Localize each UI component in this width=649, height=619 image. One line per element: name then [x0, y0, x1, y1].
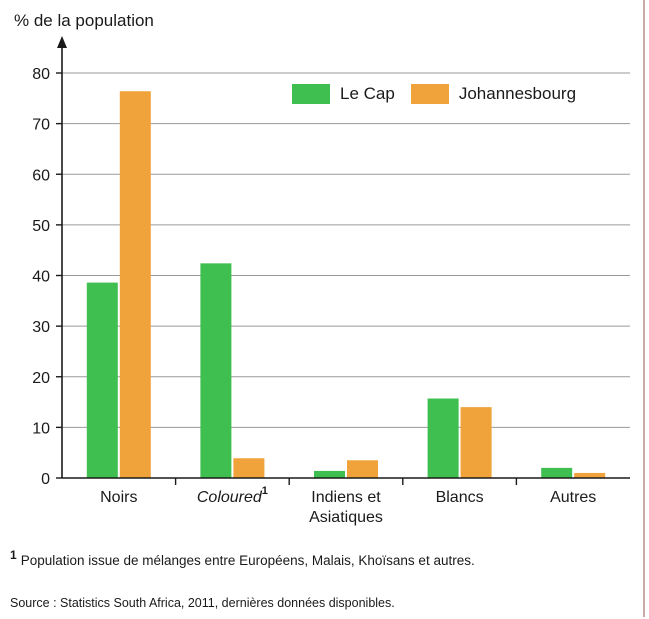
bar-johannesbourg-4	[574, 472, 606, 478]
y-axis-arrow-icon	[57, 36, 67, 48]
legend: Le Cap Johannesbourg	[292, 84, 582, 104]
footnote-marker: 1	[10, 548, 17, 562]
bar-johannesbourg-2	[347, 460, 378, 478]
x-category-label: Autres	[550, 489, 596, 506]
bar-le-cap-4	[541, 467, 573, 478]
y-tick-label: 40	[32, 269, 50, 286]
bar-johannesbourg-0	[119, 91, 151, 478]
y-tick-label: 20	[32, 370, 50, 387]
legend-label-johannesbourg: Johannesbourg	[458, 84, 577, 103]
bar-le-cap-2	[314, 470, 345, 478]
bar-johannesbourg-3	[460, 407, 492, 478]
gridlines	[62, 72, 630, 428]
y-tick-label: 80	[32, 66, 50, 83]
y-tick-label: 60	[32, 167, 50, 184]
axes	[57, 36, 630, 479]
x-category-label: Coloured1	[197, 485, 268, 506]
y-tick-label: 30	[32, 319, 50, 336]
source-note: Source : Statistics South Africa, 2011, …	[10, 596, 395, 610]
bar-chart: 0 10 20 30 40 50 60 70 80 Noirs Coloured1 Indiens …	[14, 11, 630, 526]
legend-item-johannesbourg: Johannesbourg	[410, 84, 577, 104]
bar-johannesbourg-1	[233, 458, 265, 478]
y-tick-label: 10	[32, 420, 50, 437]
y-ticks: 0 10 20 30 40 50 60 70 80	[32, 66, 62, 488]
y-tick-label: 50	[32, 218, 50, 235]
footnote-text: Population issue de mélanges entre Europ…	[20, 553, 475, 568]
bar-le-cap-0	[86, 282, 118, 478]
legend-label-le-cap: Le Cap	[340, 84, 395, 103]
legend-item-le-cap: Le Cap	[292, 84, 395, 104]
legend-swatch-johannesbourg	[410, 84, 449, 104]
bar-le-cap-1	[200, 263, 232, 478]
y-tick-label: 0	[41, 471, 50, 488]
x-category-label: Noirs	[100, 489, 137, 506]
y-tick-label: 70	[32, 117, 50, 134]
bar-le-cap-3	[427, 398, 459, 478]
bars	[86, 91, 606, 478]
legend-swatch-le-cap	[292, 84, 330, 104]
x-category-label: Blancs	[436, 489, 484, 506]
y-axis-label: % de la population	[14, 11, 154, 30]
